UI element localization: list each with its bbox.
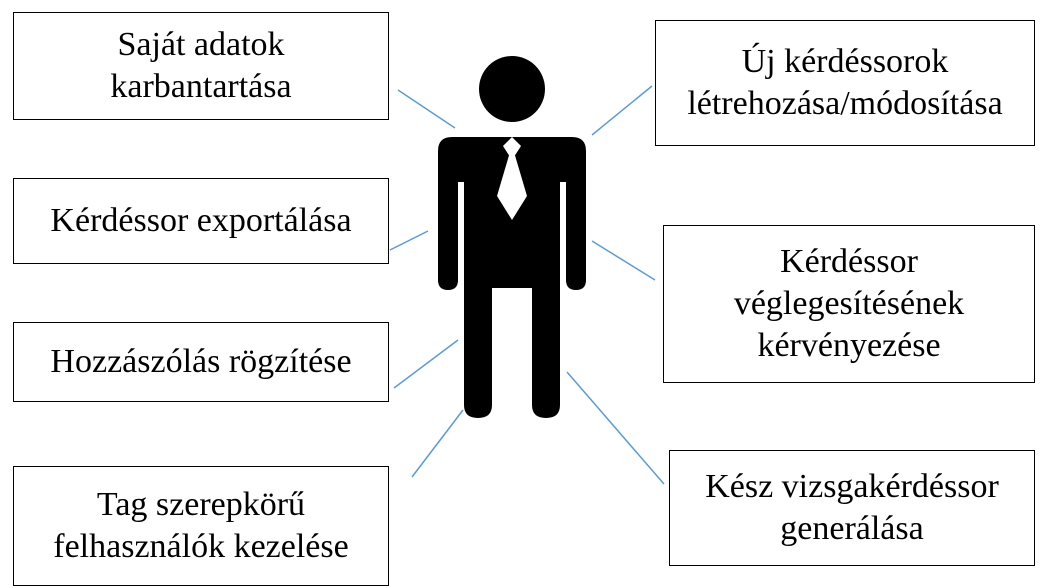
diagram-canvas [389, 56, 665, 485]
box-text-line: véglegesítésének [733, 285, 965, 322]
connector-line [393, 339, 459, 389]
box-text-line: Új kérdéssorok [741, 43, 949, 80]
box-text-line: karbantartása [110, 68, 292, 105]
box-text-line: Tag szerepkörű [96, 486, 306, 523]
box-own-data-maintenance[interactable]: Saját adatok karbantartása [13, 12, 389, 120]
connector-line [397, 89, 456, 129]
box-exam-generation[interactable]: Kész vizsgakérdéssor generálása [669, 450, 1035, 566]
box-text-line: generálása [780, 510, 924, 547]
box-new-questionnaires[interactable]: Új kérdéssorok létrehozása/módosítása [655, 20, 1035, 146]
box-text-line: Kérdéssor [780, 243, 918, 280]
collar [503, 137, 521, 160]
connector-line [411, 409, 464, 478]
box-text-line: Hozzászólás rögzítése [50, 343, 352, 380]
box-questionnaire-export[interactable]: Kérdéssor exportálása [13, 178, 389, 264]
box-text-line: kérvényezése [757, 327, 941, 364]
box-comment-recording[interactable]: Hozzászólás rögzítése [13, 322, 389, 402]
connector-line [591, 85, 653, 136]
box-text-line: Kérdéssor exportálása [50, 202, 352, 239]
box-member-user-management[interactable]: Tag szerepkörű felhasználók kezelése [13, 466, 389, 586]
box-text-line: felhasználók kezelése [53, 528, 349, 565]
person-with-tie-icon [438, 56, 586, 418]
box-text-line: Kész vizsgakérdéssor [705, 468, 999, 505]
box-text-line: Saját adatok [117, 26, 285, 63]
connectors [389, 85, 665, 485]
tie [497, 152, 527, 220]
box-finalization-request[interactable]: Kérdéssor véglegesítésének kérvényezése [663, 225, 1035, 383]
head [479, 56, 545, 122]
leg-gap [510, 288, 514, 388]
connector-line [591, 240, 656, 281]
body [438, 137, 586, 418]
connector-line [566, 371, 665, 485]
box-text-line: létrehozása/módosítása [687, 85, 1003, 122]
connector-line [389, 230, 429, 251]
